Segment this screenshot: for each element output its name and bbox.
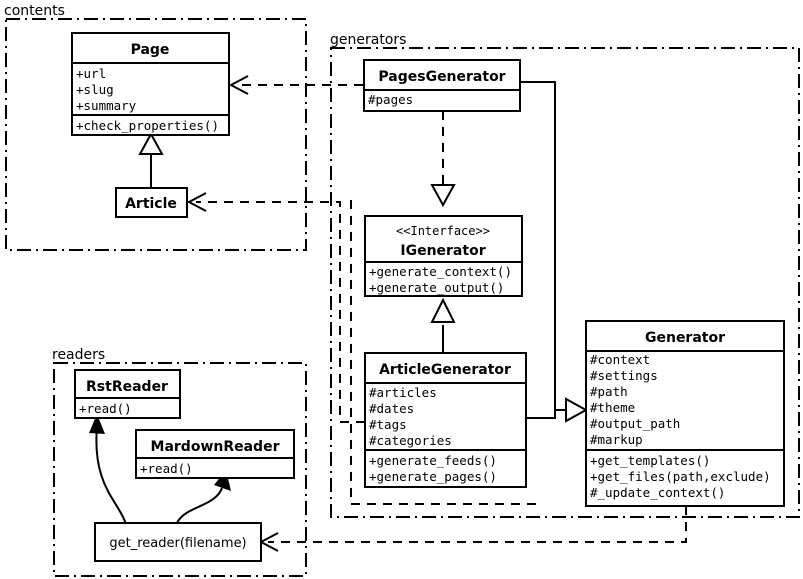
link-pagesgenerator-to-generator (520, 81, 567, 411)
class-generator-method-1: +get_files(path,exclude) (590, 469, 771, 484)
link-articlegenerator-to-igenerator (430, 297, 456, 356)
link-articlegenerator-to-article (186, 192, 365, 423)
link-pagesgenerator-to-igenerator (430, 111, 456, 208)
class-igenerator-method-1: +generate_output() (369, 280, 504, 295)
class-article-generator-method-0: +generate_feeds() (369, 453, 497, 468)
class-generator-attr-1: #settings (590, 368, 658, 383)
class-igenerator-title: IGenerator (400, 243, 485, 259)
class-page-box[interactable] (71, 32, 230, 136)
class-mardown-reader[interactable]: MardownReader +read() (135, 429, 295, 479)
class-article-generator-attr-0: #articles (369, 385, 437, 400)
class-mardown-reader-title: MardownReader (151, 439, 280, 455)
package-generators: generators (330, 32, 800, 518)
link-pagesgenerator-to-page (228, 75, 363, 95)
function-get-reader[interactable]: get_reader(filename) (94, 522, 262, 562)
class-igenerator-box[interactable] (364, 215, 523, 297)
class-page-title: Page (131, 42, 170, 58)
link-generator-to-getreader (258, 506, 687, 552)
class-article-title: Article (125, 196, 177, 212)
package-readers-outline (53, 362, 307, 577)
class-page-method-0: +check_properties() (76, 118, 219, 133)
function-get-reader-label: get_reader(filename) (109, 536, 246, 551)
class-page-attr-2: +summary (76, 98, 137, 113)
package-generators-label: generators (330, 32, 406, 48)
class-pages-generator[interactable]: PagesGenerator #pages (363, 59, 521, 112)
class-pages-generator-title: PagesGenerator (378, 69, 505, 85)
class-generator-attr-4: #output_path (590, 416, 680, 431)
class-page-attr-0: +url (76, 66, 106, 81)
class-igenerator-stereotype: <<Interface>> (396, 224, 490, 238)
generators-inner-group-box (350, 200, 540, 505)
class-page-attr-1: +slug (76, 82, 114, 97)
class-rst-reader-title: RstReader (86, 379, 168, 395)
class-article-generator[interactable]: ArticleGenerator #articles #dates #tags … (364, 352, 527, 488)
package-contents-label: contents (4, 3, 65, 19)
package-readers-label: readers (52, 347, 105, 363)
class-generator-title: Generator (645, 330, 725, 346)
class-mardown-reader-method-0: +read() (140, 461, 193, 476)
link-articlegenerator-to-generator (526, 397, 589, 423)
package-readers: readers (52, 347, 307, 577)
class-rst-reader-box[interactable] (74, 369, 181, 419)
class-article-generator-box[interactable] (364, 352, 527, 488)
class-generator-attr-3: #theme (590, 400, 635, 415)
class-page[interactable]: Page +url +slug +summary +check_properti… (71, 32, 230, 136)
class-generator-attr-5: #markup (590, 432, 643, 447)
class-article-generator-method-1: +generate_pages() (369, 469, 497, 484)
class-article[interactable]: Article (115, 187, 188, 218)
class-generator[interactable]: Generator #context #settings #path #them… (585, 320, 785, 507)
class-pages-generator-attr-0: #pages (368, 92, 413, 107)
class-article-generator-attr-2: #tags (369, 417, 407, 432)
class-generator-method-2: #_update_context() (590, 485, 725, 500)
class-generator-attr-2: #path (590, 384, 628, 399)
package-contents-outline (5, 18, 307, 251)
class-article-generator-attr-1: #dates (369, 401, 414, 416)
class-article-generator-title: ArticleGenerator (379, 362, 511, 378)
class-pages-generator-box[interactable] (363, 59, 521, 112)
class-article-box[interactable] (115, 187, 188, 218)
class-rst-reader[interactable]: RstReader +read() (74, 369, 181, 419)
link-getreader-to-rstreader (89, 414, 127, 525)
class-rst-reader-method-0: +read() (79, 401, 132, 416)
function-get-reader-box[interactable] (94, 522, 262, 562)
class-mardown-reader-box[interactable] (135, 429, 295, 479)
class-article-generator-attr-3: #categories (369, 433, 452, 448)
link-article-to-page (138, 131, 164, 188)
package-contents: contents (4, 3, 307, 251)
class-generator-method-0: +get_templates() (590, 453, 710, 468)
class-igenerator[interactable]: <<Interface>> IGenerator +generate_conte… (364, 215, 523, 297)
package-generators-outline (330, 47, 800, 518)
class-igenerator-method-0: +generate_context() (369, 264, 512, 279)
class-generator-attr-0: #context (590, 352, 650, 367)
